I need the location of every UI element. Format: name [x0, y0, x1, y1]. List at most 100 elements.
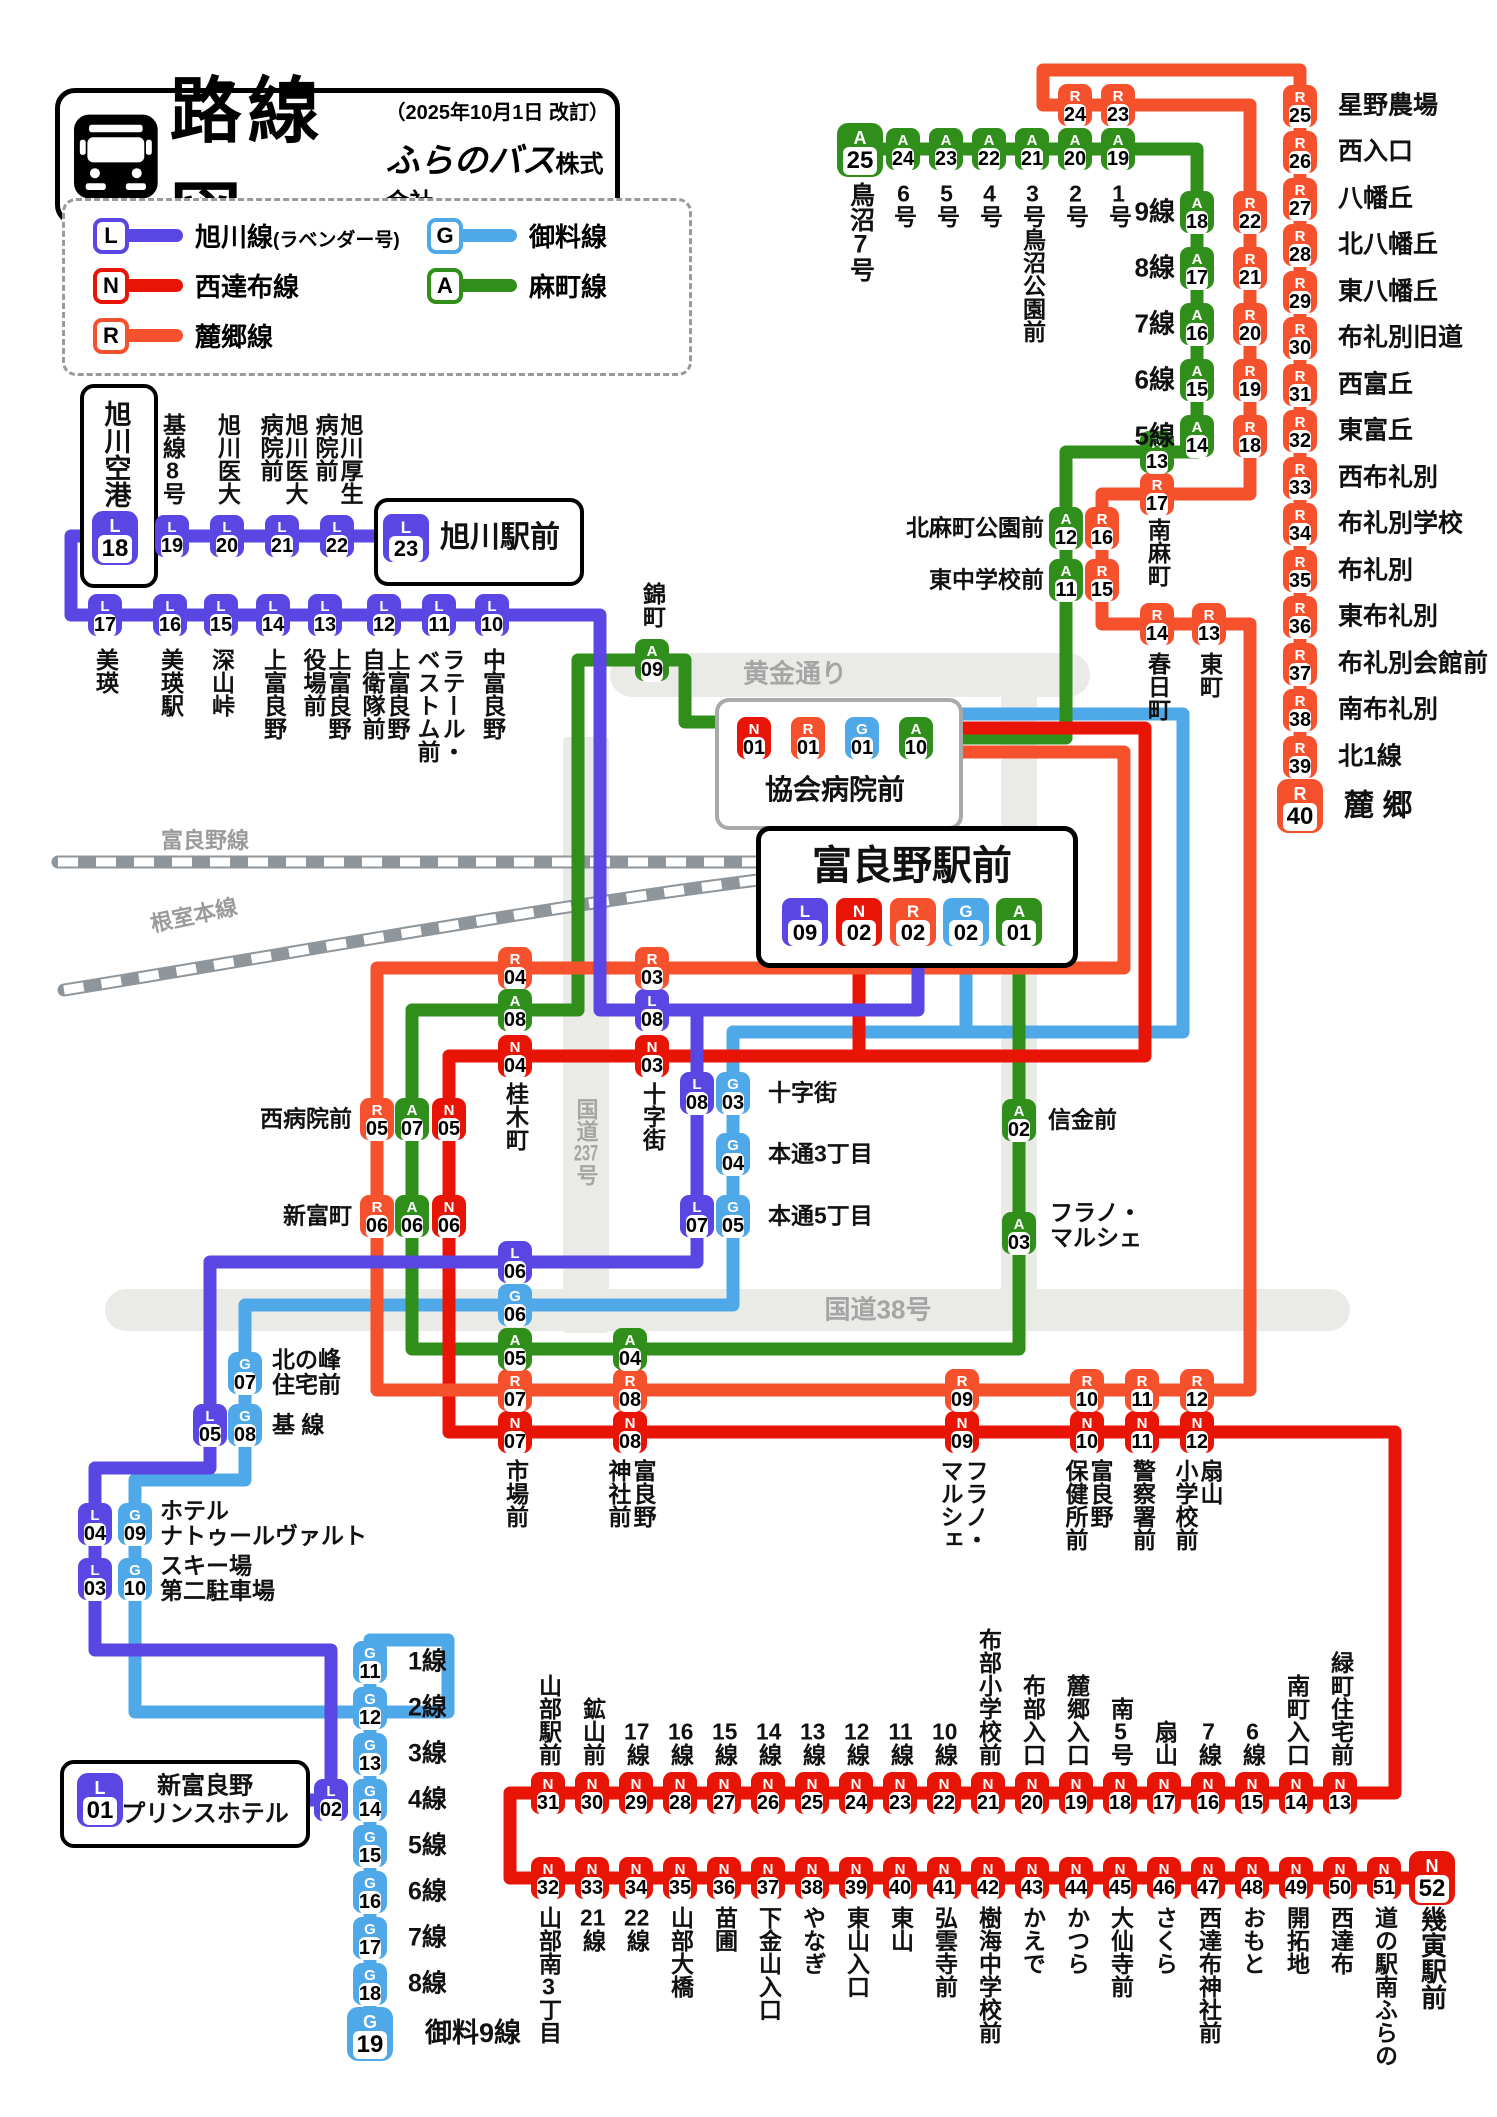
- station-label: 南麻町: [1144, 518, 1171, 587]
- station-line-letter: R: [956, 1373, 968, 1390]
- station-number: 21: [1238, 267, 1262, 290]
- station-line-letter: N: [1070, 1776, 1082, 1793]
- station-line-letter: R: [1244, 251, 1256, 268]
- station-label: 山部大橋: [667, 1906, 694, 1998]
- legend-line-swatch: [127, 329, 183, 342]
- station-line-letter: R: [509, 1373, 521, 1390]
- station-line-letter: R: [1151, 477, 1163, 494]
- station-number: 29: [624, 1792, 648, 1815]
- station-number: 17: [1185, 267, 1209, 290]
- station-line-letter: A: [406, 1102, 418, 1119]
- station-number: 05: [365, 1118, 389, 1141]
- station-number: 19: [160, 535, 184, 558]
- station-number: 11: [428, 614, 450, 637]
- station-line-letter: A: [646, 643, 658, 660]
- station-number: 14: [1284, 1792, 1308, 1815]
- station-label: 22線: [623, 1906, 650, 1952]
- station-number: 12: [372, 614, 396, 637]
- station-number: 11: [1131, 1389, 1153, 1412]
- station-line-letter: L: [100, 598, 110, 615]
- station-number: 18: [1185, 211, 1209, 234]
- station-number: 09: [950, 1389, 974, 1412]
- station-number: 08: [618, 1431, 642, 1454]
- station-line-letter: G: [364, 1875, 376, 1892]
- station-line-letter: R: [1191, 1373, 1203, 1390]
- station-number: 29: [1288, 291, 1312, 314]
- legend-line-swatch: [461, 229, 517, 242]
- station-number: 22: [977, 148, 1001, 171]
- station-number: 01: [742, 737, 766, 760]
- station-number: 17: [1152, 1792, 1176, 1815]
- station-number: 17: [93, 614, 117, 637]
- station-line-letter: R: [1244, 307, 1256, 324]
- bus-icon: [74, 114, 158, 199]
- station-number: 08: [618, 1389, 642, 1412]
- station-line-letter: L: [510, 1245, 520, 1262]
- station-label: 基線8号: [159, 413, 186, 505]
- station-number: 12: [1054, 527, 1078, 550]
- line-path-L: [64, 529, 925, 1017]
- station-line-letter: L: [167, 519, 177, 536]
- station-line-letter: R: [1081, 1373, 1093, 1390]
- station-number: 09: [788, 920, 822, 946]
- station-line-letter: G: [959, 902, 973, 921]
- station-line-letter: G: [727, 1137, 739, 1154]
- major-station-label: 旭川空港: [100, 400, 131, 508]
- station-number: 16: [1090, 527, 1114, 550]
- station-number: 17: [1145, 493, 1169, 516]
- station-number: 13: [313, 614, 337, 637]
- station-number: 14: [358, 1799, 382, 1822]
- station-number: 05: [198, 1424, 222, 1447]
- station-label: 西病院前: [260, 1105, 352, 1132]
- major-station-label: 富良野駅前: [812, 844, 1012, 888]
- legend-line-badge: G: [427, 217, 463, 254]
- station-number: 49: [1284, 1877, 1308, 1900]
- station-line-letter: N: [762, 1861, 774, 1878]
- station-number: 22: [325, 535, 349, 558]
- line-path-L: [88, 1003, 704, 1807]
- station-number: 14: [261, 614, 285, 637]
- station-number: 21: [976, 1792, 1000, 1815]
- station-label: 8線: [1134, 252, 1175, 283]
- station-line-letter: G: [364, 1921, 376, 1938]
- station-line-letter: N: [1136, 1415, 1148, 1432]
- station-line-letter: N: [1114, 1861, 1126, 1878]
- station-label: 14線: [755, 1720, 782, 1766]
- station-label: 16線: [667, 1720, 694, 1766]
- station-label: 美瑛駅: [157, 648, 184, 717]
- station-line-letter: N: [894, 1861, 906, 1878]
- station-label: 旭川厚生病院前: [312, 413, 363, 505]
- line-path-A: [405, 653, 1026, 1356]
- station-line-letter: G: [362, 2012, 377, 2032]
- station-label: 南町入口: [1283, 1674, 1310, 1766]
- station-line-letter: A: [1013, 1216, 1025, 1233]
- station-label: 南布礼別: [1338, 695, 1439, 724]
